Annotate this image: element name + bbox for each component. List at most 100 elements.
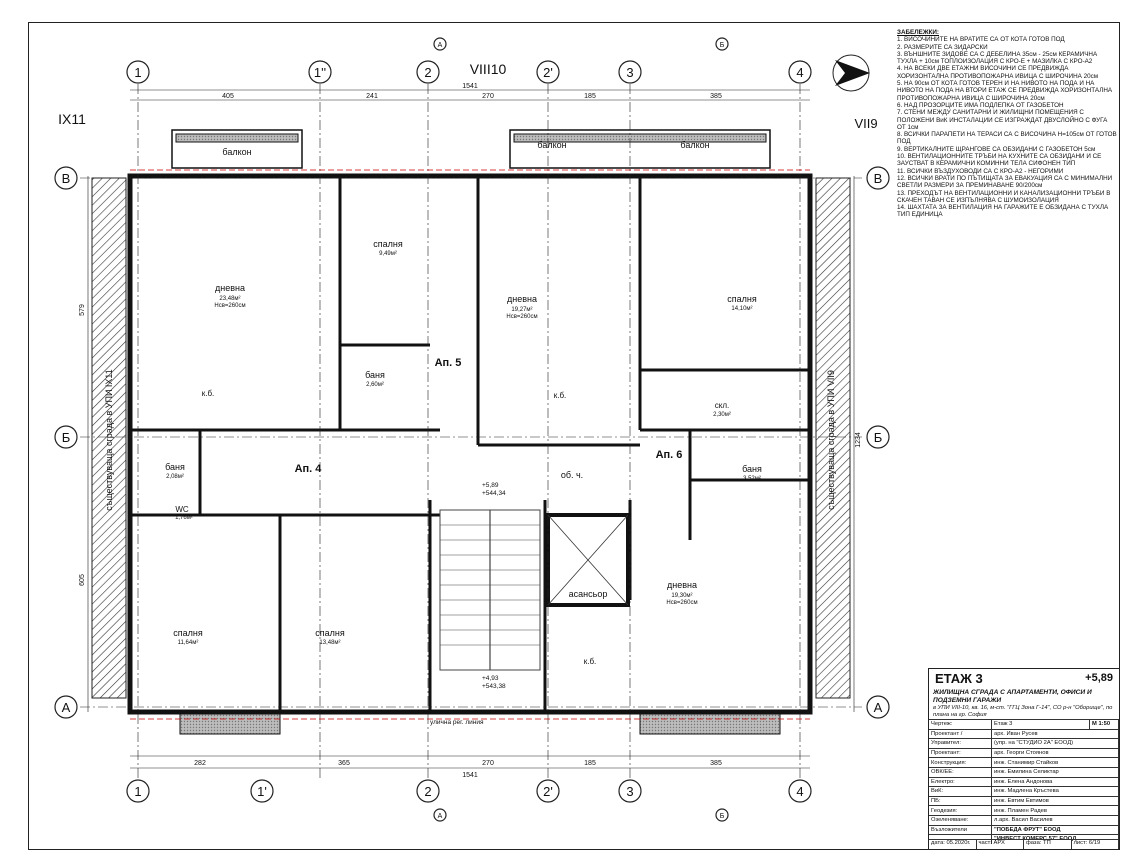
drawing-title: ЕТАЖ 3 xyxy=(935,671,983,686)
apartment-label-6: Ап. 6 xyxy=(656,449,683,461)
room-area-living-1: 23,48м² xyxy=(219,296,240,302)
dim-top-5: 385 xyxy=(710,93,722,100)
footer-date: дата: 05.2020г. xyxy=(929,840,977,849)
corridor-label: об. ч. xyxy=(561,470,583,480)
footer-phase: фаза: ТП xyxy=(1024,840,1072,849)
scale-value: М 1:50 xyxy=(1089,719,1119,730)
room-height-living-1: Нсв=260см xyxy=(214,303,245,309)
row-value: инж. Пламен Радев xyxy=(991,805,1119,816)
dim-bottom-4: 185 xyxy=(584,760,596,767)
footer-part: част: АРХ xyxy=(977,840,1024,849)
note-item: 2. РАЗМЕРИТЕ СА ЗИДАРСКИ xyxy=(897,43,988,51)
dim-side-2: 1234 xyxy=(855,432,862,448)
notes-heading: ЗАБЕЛЕЖКИ: xyxy=(897,29,939,36)
note-item: 3. ВЪНШНИТЕ ЗИДОВЕ СА С ДЕБЕЛИНА 35см - … xyxy=(897,50,1098,66)
exterior-walls xyxy=(127,173,813,715)
axis-label-top-1: 1 xyxy=(134,65,141,80)
axis-label-right-b: Б xyxy=(874,430,883,445)
row-label: Възложители xyxy=(929,824,992,835)
balcony-label-3: балкон xyxy=(680,140,709,150)
note-item: 12. ВСИЧКИ ВРАТИ ПО ПЪТИЩАТА ЗА ЕВАКУАЦИ… xyxy=(897,174,1113,190)
elevation-mark-1: +5,89 xyxy=(482,482,499,489)
room-area-bath-1: 2,60м² xyxy=(366,382,384,388)
project-location: в УПИ VIII-10, кв. 16, м-ст. "ГГЦ Зона Г… xyxy=(933,705,1113,718)
note-item: 9. ВЕРТИКАЛНИТЕ ЩРАНГОВЕ СА ОБЗИДАНИ С Г… xyxy=(897,145,1096,153)
axis-label-left-v: В xyxy=(62,171,71,186)
level-label-left: IX11 xyxy=(58,111,86,127)
room-height-living-3: Нсв=260см xyxy=(666,600,697,606)
table-row: Проектант:арх. Георги Стоянов xyxy=(929,747,1119,758)
dim-bottom-3: 270 xyxy=(482,760,494,767)
table-row: Конструкция:инж. Станимир Стайков xyxy=(929,757,1119,768)
existing-building-right xyxy=(815,177,851,699)
table-row: ВиК:инж. Мадлена Кръстева xyxy=(929,786,1119,797)
existing-building-left-label: съществуваща сграда в УПИ IX11 xyxy=(104,369,114,511)
axis-label-right-v: В xyxy=(874,171,883,186)
note-item: 10. ВЕНТИЛАЦИОННИТЕ ТРЪБИ НА КУХНИТЕ СА … xyxy=(897,153,1102,168)
axis-label-top-2: 2 xyxy=(424,65,431,80)
dim-bottom-1: 282 xyxy=(194,760,206,767)
room-name-living-2: дневна xyxy=(507,294,537,304)
row-label: Управител: xyxy=(929,738,992,749)
room-area-bedroom-3: 11,64м² xyxy=(178,640,199,646)
room-name-wc: WC xyxy=(175,505,189,514)
room-name-bedroom-4: спалня xyxy=(315,628,345,638)
section-mark-top-b: Б xyxy=(720,42,725,49)
level-label-right: VII9 xyxy=(854,116,877,131)
north-arrow-icon xyxy=(832,54,870,92)
elevation-mark-1b: +544,34 xyxy=(482,490,506,497)
note-item: 1. ВИСОЧИНИТЕ НА ВРАТИТЕ СА ОТ КОТА ГОТО… xyxy=(897,36,1065,44)
table-row: Озеленяване:л.арх. Васил Василев xyxy=(929,814,1119,826)
room-name-bedroom-3: спалня xyxy=(173,628,203,638)
dimension-lines xyxy=(87,89,855,769)
dim-side-1: 579 xyxy=(79,304,86,316)
note-item: 4. НА ВСЕКИ ДВЕ ЕТАЖНИ ВИСОЧИНИ СЕ ПРЕДВ… xyxy=(897,65,1099,80)
row-label: Озеленяване: xyxy=(929,814,992,826)
dim-bottom-5: 385 xyxy=(710,760,722,767)
balconies xyxy=(171,129,781,735)
table-row: Проектант /арх. Иван Русев xyxy=(929,728,1119,739)
dim-bottom-total: 1541 xyxy=(462,772,478,779)
section-mark-bottom-b: Б xyxy=(720,813,725,820)
dim-top-4: 185 xyxy=(584,93,596,100)
room-height-living-2: Нсв=260см xyxy=(506,314,537,320)
axis-label-right-a: А xyxy=(874,700,883,715)
apartment-label-4: Ап. 4 xyxy=(295,463,323,475)
room-name-living-3: дневна xyxy=(667,580,697,590)
dim-top-2: 241 xyxy=(366,93,378,100)
axis-label-bottom-2: 2 xyxy=(424,784,431,799)
elevation-mark-2: +4,93 xyxy=(482,675,499,682)
row-value: инж. Елена Андонова xyxy=(991,776,1119,787)
table-row: ОВК/ЕЕ:инж. Емилина Селиктар xyxy=(929,766,1119,778)
room-area-bath-3: 3,52м² xyxy=(743,476,761,482)
room-area-living-2: 19,27м² xyxy=(511,307,532,313)
axis-label-left-b: Б xyxy=(62,430,71,445)
row-label: ПБ: xyxy=(929,795,992,806)
row-value: арх. Иван Русев xyxy=(991,728,1119,739)
room-name-bath-3: баня xyxy=(742,464,762,474)
footer-sheet: лист: 6/19 xyxy=(1072,840,1119,849)
row-label: ВиК: xyxy=(929,786,992,797)
axis-label-bottom-4: 4 xyxy=(796,784,803,799)
room-name-bath-1: баня xyxy=(365,370,385,380)
title-block-footer: дата: 05.2020г. част: АРХ фаза: ТП лист:… xyxy=(929,839,1119,849)
dim-top-1: 405 xyxy=(222,93,234,100)
row-label: ОВК/ЕЕ: xyxy=(929,766,992,778)
row-value: "ПОБЕДА ФРУТ" ЕООД xyxy=(991,824,1119,835)
row-value: арх. Георги Стоянов xyxy=(991,747,1119,758)
row-value: инж. Евтим Евтимов xyxy=(991,795,1119,806)
axis-label-bottom-2p: 2' xyxy=(543,784,553,799)
dim-top-3: 270 xyxy=(482,93,494,100)
grid-lines xyxy=(80,84,862,780)
row-value: инж. Емилина Селиктар xyxy=(991,766,1119,778)
kitchen-label-2: к.б. xyxy=(554,391,567,400)
balcony-label-2: балкон xyxy=(537,140,566,150)
section-mark-top-a: А xyxy=(438,42,443,49)
dim-side-3: 605 xyxy=(79,574,86,586)
room-area-storage: 2,30м² xyxy=(713,412,731,418)
room-name-bedroom-1: спалня xyxy=(373,239,403,249)
room-name-storage: скл. xyxy=(715,401,729,410)
table-row: ПБ:инж. Евтим Евтимов xyxy=(929,795,1119,806)
note-item: 13. ПРЕХОДЪТ НА ВЕНТИЛАЦИОННИ И КАНАЛИЗА… xyxy=(897,189,1111,204)
